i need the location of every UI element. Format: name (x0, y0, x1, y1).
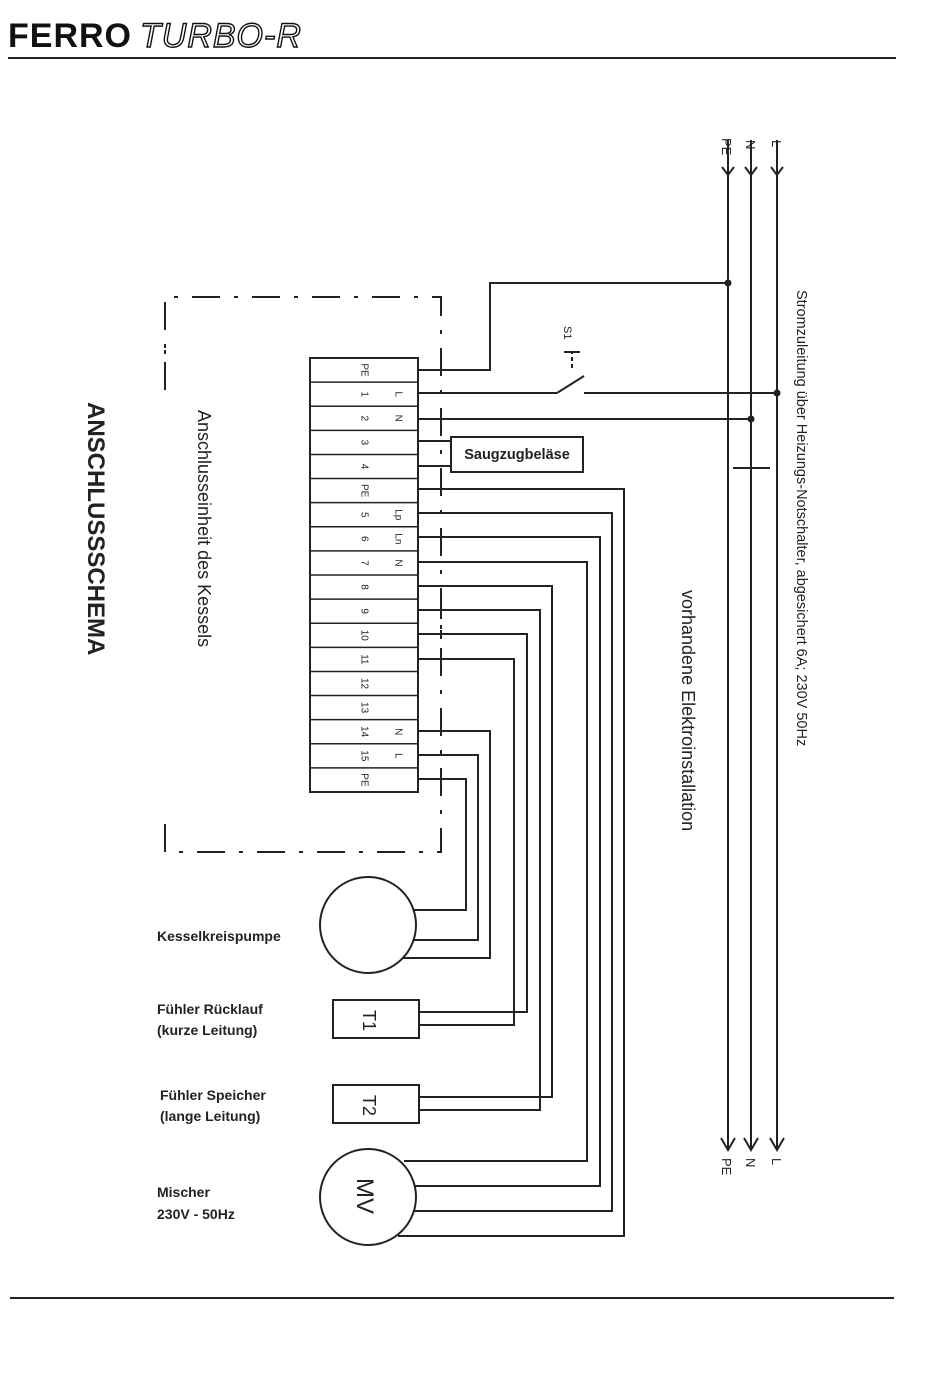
wire-t2-b (418, 609, 541, 1111)
footer-rule (10, 1297, 894, 1299)
mixer-label-line2: 230V - 50Hz (157, 1206, 235, 1222)
labels: PE N L PE N L Stromzuleitung über Heizun… (82, 138, 809, 1222)
arrowheads (720, 166, 785, 1152)
wire-pump-pe (413, 778, 467, 911)
junction-pe (724, 279, 732, 287)
terminal-tag: L (392, 753, 403, 759)
wire-t1-a (418, 633, 528, 1013)
terminal-number: 11 (358, 654, 369, 665)
devices (319, 351, 585, 1246)
t1-symbol-label: T1 (359, 1010, 379, 1031)
wire-mixer-pe (398, 488, 625, 1237)
terminal-number: PE (358, 363, 369, 377)
terminal-tag: Ln (392, 533, 403, 544)
existing-installation-label: vorhandene Elektroinstallation (678, 590, 698, 831)
arrow-top-pe (721, 166, 735, 177)
boiler-unit-label: Anschlusseinheit des Kessels (194, 410, 214, 647)
t2-symbol (332, 1084, 420, 1124)
terminal-number: 8 (358, 584, 369, 590)
wires (398, 140, 778, 1237)
terminal-number: 1 (358, 391, 369, 397)
junction-l (773, 389, 781, 397)
mixer-label-line1: Mischer (157, 1184, 210, 1200)
terminal-number: PE (358, 773, 369, 787)
supply-label-pe-bottom: PE (719, 1158, 734, 1176)
terminal-number: 10 (358, 630, 369, 642)
supply-note: Stromzuleitung über Heizungs-Notschalter… (793, 290, 809, 746)
mixer-symbol (319, 1148, 417, 1246)
arrow-bottom-pe (720, 1137, 736, 1152)
fan-label: Saugzugbeläse (464, 447, 570, 463)
terminal-number: 9 (358, 608, 369, 614)
wire-pump-l (414, 754, 479, 941)
t2-symbol-label: T2 (359, 1095, 379, 1116)
header-rule (8, 57, 896, 59)
terminal-number: 13 (358, 702, 369, 714)
supply-label-pe-top: PE (719, 138, 734, 156)
terminal-number: 5 (358, 512, 369, 518)
terminal-tag: N (392, 559, 403, 566)
t2-label-line1: Fühler Speicher (160, 1087, 266, 1103)
supply-label-l-top: L (769, 140, 784, 147)
supply-label-n-bottom: N (743, 1158, 758, 1167)
brand-name: FERRO (8, 17, 132, 55)
terminal-tag: N (392, 415, 403, 422)
supply-label-l-bottom: L (769, 1158, 784, 1165)
supply-label-n-top: N (743, 140, 758, 149)
terminal-number: 2 (358, 415, 369, 421)
junction-n (747, 415, 755, 423)
arrow-top-n (744, 166, 758, 177)
terminal-number: 4 (358, 464, 369, 470)
t1-symbol (332, 999, 420, 1039)
pump-label: Kesselkreispumpe (157, 928, 281, 944)
t2-label-line2: (lange Leitung) (160, 1108, 260, 1124)
wire-t2-a (418, 585, 553, 1098)
arrow-bottom-n (743, 1137, 759, 1152)
wire-pe-feed (418, 282, 728, 371)
wire-mixer-7 (404, 561, 588, 1162)
terminal-number: PE (358, 484, 369, 498)
wire-mixer-5 (413, 512, 613, 1212)
arrow-top-l (770, 166, 784, 177)
terminal-number: 7 (358, 560, 369, 566)
terminal-number: 12 (358, 678, 369, 690)
terminal-number: 3 (358, 440, 369, 446)
mixer-symbol-label: MV (351, 1178, 378, 1214)
switch-s1-blade (556, 375, 585, 394)
terminal-tag: N (392, 728, 403, 735)
terminal-tag: Lp (392, 509, 403, 521)
terminal-tag: L (392, 391, 403, 397)
terminal-number: 14 (358, 726, 369, 738)
switch-s1-label: S1 (561, 326, 573, 339)
diagram-title: ANSCHLUSSSCHEMA (82, 402, 109, 655)
wire-pump-n (400, 730, 491, 959)
wire-t1-b (418, 658, 515, 1026)
wire-mixer-6 (414, 536, 601, 1187)
t1-label-line2: (kurze Leitung) (157, 1022, 257, 1038)
junction-dots (724, 279, 781, 423)
brand-model: TURBO-R (139, 16, 302, 55)
terminal-number: 15 (358, 750, 369, 762)
arrow-bottom-l (769, 1137, 785, 1152)
t1-label-line1: Fühler Rücklauf (157, 1001, 263, 1017)
terminal-number: 6 (358, 536, 369, 542)
pump-symbol (319, 876, 417, 974)
boiler-unit-outline (164, 296, 442, 853)
fan-box (450, 436, 584, 473)
